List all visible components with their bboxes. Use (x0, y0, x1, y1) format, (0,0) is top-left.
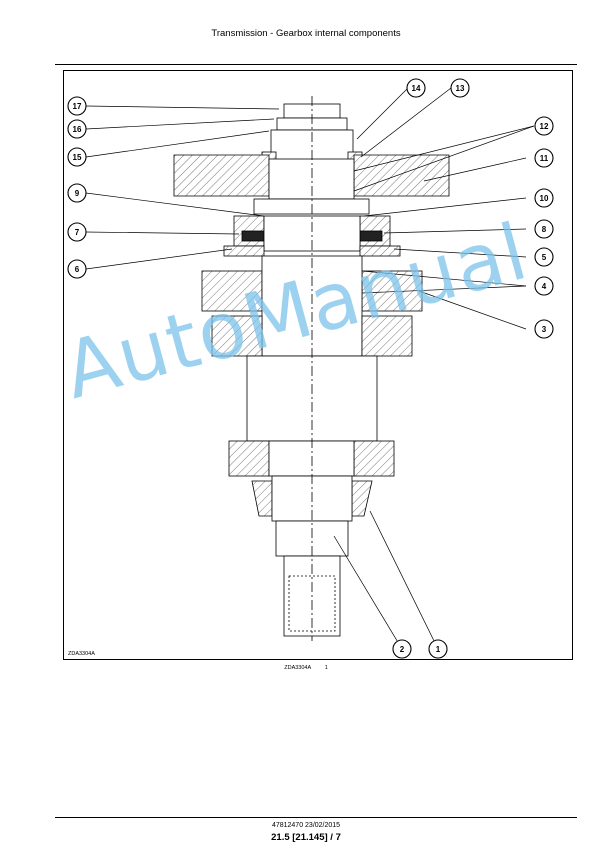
callout-8 (534, 219, 554, 239)
callout-17 (67, 96, 87, 116)
callout-label: 1 (436, 645, 441, 654)
callout-11 (534, 148, 554, 168)
figure-code: ZDA3304A (68, 651, 95, 657)
footer-rule (55, 817, 577, 818)
callout-13 (450, 78, 470, 98)
callout-label: 16 (73, 125, 82, 134)
callout-label: 13 (456, 84, 465, 93)
figure-caption: ZDA3304A 1 (0, 665, 612, 671)
page-number: 21.5 [21.145] / 7 (271, 832, 341, 843)
callout-label: 2 (400, 645, 405, 654)
callout-2 (392, 639, 412, 659)
callout-label: 8 (542, 225, 547, 234)
callout-9 (67, 183, 87, 203)
caption-code: ZDA3304A (284, 665, 312, 671)
header-rule (55, 64, 577, 65)
callout-label: 6 (75, 265, 80, 274)
callout-10 (534, 188, 554, 208)
callout-label: 4 (542, 282, 547, 291)
callout-label: 14 (412, 84, 421, 93)
callout-label: 3 (542, 325, 547, 334)
page-title: Transmission - Gearbox internal componen… (211, 28, 401, 39)
callout-1 (428, 639, 448, 659)
callout-label: 11 (540, 154, 549, 163)
callout-4 (534, 276, 554, 296)
callout-6 (67, 259, 87, 279)
callout-3 (534, 319, 554, 339)
callout-label: 9 (75, 189, 80, 198)
callout-label: 12 (540, 122, 549, 131)
callout-label: 7 (75, 228, 80, 237)
callout-label: 17 (73, 102, 82, 111)
callout-12 (534, 116, 554, 136)
callout-5 (534, 247, 554, 267)
document-id: 47812470 23/02/2015 (271, 822, 341, 829)
callout-label: 5 (542, 253, 547, 262)
callout-16 (67, 119, 87, 139)
exploded-diagram: 17 16 15 9 7 6 14 13 12 11 10 8 5 4 3 2 … (63, 70, 573, 660)
gearbox-drawing: 17 16 15 9 7 6 14 13 12 11 10 8 5 4 3 2 … (67, 78, 554, 659)
callout-label: 15 (73, 153, 82, 162)
caption-number: 1 (324, 665, 328, 671)
callout-7 (67, 222, 87, 242)
callout-14 (406, 78, 426, 98)
callout-15 (67, 147, 87, 167)
callout-label: 10 (540, 194, 549, 203)
